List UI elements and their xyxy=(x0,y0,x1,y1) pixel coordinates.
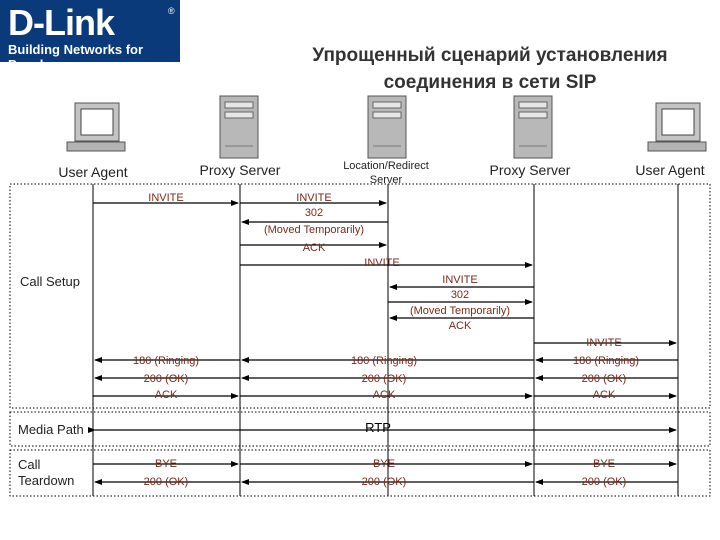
msg-ok-4: 200 (OK) xyxy=(144,476,189,488)
section-label-teardown: Teardown xyxy=(18,473,74,488)
msg-bye-1: BYE xyxy=(155,458,177,470)
msg-invite-1: INVITE xyxy=(148,192,183,204)
msg-ok-6: 200 (OK) xyxy=(582,476,627,488)
msg-ack-3: ACK xyxy=(155,389,178,401)
dlink-logo: D-Link ® Building Networks for People xyxy=(0,0,180,72)
call-teardown-frame xyxy=(9,449,711,497)
logo-brand-name: D-Link xyxy=(8,2,115,43)
entity-label-proxy-server-left: Proxy Server xyxy=(200,162,281,178)
call-setup-frame xyxy=(9,183,711,409)
msg-302-2: 302 xyxy=(451,289,469,301)
user-agent-computer-icon-left xyxy=(66,102,126,152)
msg-ack-4: ACK xyxy=(373,389,396,401)
msg-invite-4: INVITE xyxy=(442,274,477,286)
title-line-2: соединения в сети SIP xyxy=(383,72,597,93)
msg-rtp: RTP xyxy=(365,420,391,435)
msg-moved-2: (Moved Temporarily) xyxy=(410,305,510,317)
msg-ringing-1: 180 (Ringing) xyxy=(133,355,199,367)
page-title: Упрощенный сценарий установления соедине… xyxy=(260,42,720,96)
msg-invite-5: INVITE xyxy=(586,337,621,349)
entity-label-location-redirect: Location/Redirect xyxy=(343,160,429,172)
entity-label-user-agent-right: User Agent xyxy=(635,162,704,178)
entity-label-proxy-server-right: Proxy Server xyxy=(490,162,571,178)
msg-ack-2: ACK xyxy=(449,320,472,332)
section-label-call-setup: Call Setup xyxy=(20,274,80,289)
msg-ack-1: ACK xyxy=(303,242,326,254)
msg-ringing-3: 180 (Ringing) xyxy=(573,355,639,367)
msg-ok-5: 200 (OK) xyxy=(362,476,407,488)
proxy-server-icon-left xyxy=(219,95,259,159)
proxy-server-icon-right xyxy=(513,95,553,159)
location-redirect-server-icon xyxy=(367,95,407,159)
logo-tagline: Building Networks for People xyxy=(8,42,144,72)
media-path-frame xyxy=(9,411,711,447)
msg-moved-1: (Moved Temporarily) xyxy=(264,224,364,236)
msg-invite-3: INVITE xyxy=(364,257,399,269)
msg-ok-3: 200 (OK) xyxy=(582,373,627,385)
msg-ok-2: 200 (OK) xyxy=(362,373,407,385)
msg-ringing-2: 180 (Ringing) xyxy=(351,355,417,367)
logo-registered-mark: ® xyxy=(168,6,175,16)
msg-ok-1: 200 (OK) xyxy=(144,373,189,385)
section-label-call: Call xyxy=(18,457,41,472)
msg-bye-2: BYE xyxy=(373,458,395,470)
msg-bye-3: BYE xyxy=(593,458,615,470)
entity-label-server: Server xyxy=(370,174,403,186)
section-label-media-path: Media Path xyxy=(18,422,84,437)
title-line-1: Упрощенный сценарий установления xyxy=(312,45,668,66)
user-agent-computer-icon-right xyxy=(647,102,707,152)
msg-ack-5: ACK xyxy=(593,389,616,401)
msg-302-1: 302 xyxy=(305,207,323,219)
entity-label-user-agent-left: User Agent xyxy=(58,164,127,180)
msg-invite-2: INVITE xyxy=(296,192,331,204)
